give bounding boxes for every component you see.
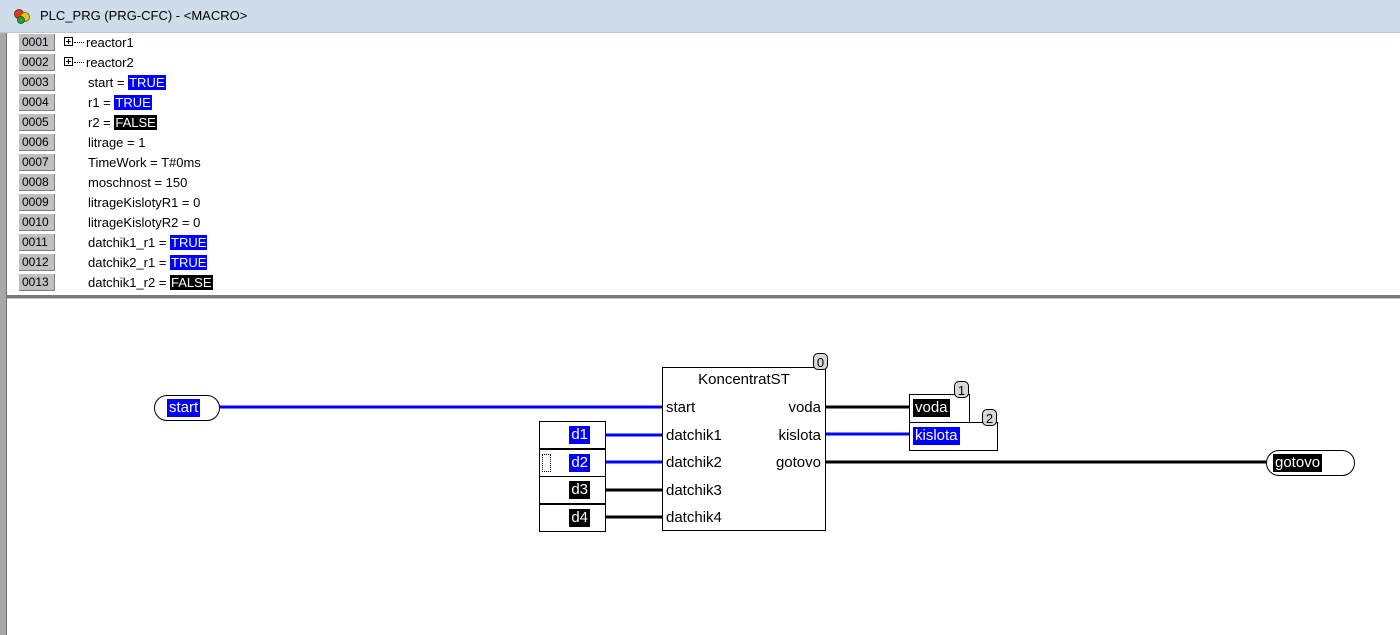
pin-datchik4: datchik4 (666, 509, 722, 526)
line-number: 0012 (19, 254, 55, 271)
variable-name: datchik2_r1 = (88, 255, 171, 270)
plus-box-icon[interactable] (64, 37, 73, 46)
declaration-pane[interactable]: 0001 reactor1 0002 reactor2 0003 start =… (7, 33, 1400, 295)
output-box-kislota[interactable]: kislota (909, 422, 998, 451)
cfc-editor-canvas[interactable]: start KoncentratST start datchik1 datchi… (7, 299, 1400, 635)
line-number: 0013 (19, 274, 55, 291)
block-order-badge: 0 (813, 353, 828, 370)
variable-name: datchik1_r2 = (88, 275, 171, 290)
declaration-line: 0012 datchik2_r1 = TRUE (7, 253, 607, 273)
declaration-line: 0010 litrageKislotyR2 = 0 (7, 213, 607, 233)
pane-splitter[interactable] (7, 295, 1400, 299)
declaration-line: 0006 litrage = 1 (7, 133, 607, 153)
declaration-text[interactable]: reactor1 (86, 35, 134, 50)
input-label: d2 (569, 454, 590, 472)
declaration-line: 0007 TimeWork = T#0ms (7, 153, 607, 173)
pin-datchik2: datchik2 (666, 454, 722, 471)
line-number: 0010 (19, 214, 55, 231)
declaration-line: 0004 r1 = TRUE (7, 93, 607, 113)
declaration-text[interactable]: litrageKislotyR1 = 0 (88, 195, 201, 210)
line-number: 0007 (19, 154, 55, 171)
declaration-line: 0002 reactor2 (7, 53, 607, 73)
pin-start: start (666, 399, 696, 416)
variable-name: r1 = (88, 95, 115, 110)
input-box-d4[interactable]: d4 (539, 504, 606, 532)
block-name: KoncentratST (698, 371, 790, 388)
declaration-line: 0005 r2 = FALSE (7, 113, 607, 133)
pin-datchik1: datchik1 (666, 427, 722, 444)
koncentratst-block[interactable]: KoncentratST start datchik1 datchik2 dat… (662, 367, 826, 531)
declaration-text[interactable]: litrageKislotyR2 = 0 (88, 215, 201, 230)
declaration-text[interactable]: TimeWork = T#0ms (88, 155, 201, 170)
window-title: PLC_PRG (PRG-CFC) - <MACRO> (40, 8, 248, 23)
output-box-voda[interactable]: voda (909, 394, 970, 423)
declaration-line: 0003 start = TRUE (7, 73, 607, 93)
variable-value: TRUE (170, 255, 208, 270)
declaration-line: 0009 litrageKislotyR1 = 0 (7, 193, 607, 213)
line-number: 0003 (19, 74, 55, 91)
connection-wires (218, 405, 1266, 519)
line-number: 0009 (19, 194, 55, 211)
tree-connector (74, 42, 84, 43)
declaration-text[interactable]: reactor2 (86, 55, 134, 70)
pin-datchik3: datchik3 (666, 482, 722, 499)
line-number: 0002 (19, 54, 55, 71)
declaration-line: 0008 moschnost = 150 (7, 173, 607, 193)
variable-name: r2 = (88, 115, 115, 130)
line-number: 0008 (19, 174, 55, 191)
input-box-d3[interactable]: d3 (539, 476, 606, 504)
variable-value: FALSE (114, 115, 157, 130)
output-label: voda (913, 399, 950, 417)
variable-name: datchik1_r1 = (88, 235, 171, 250)
pin-gotovo: gotovo (775, 454, 821, 471)
tree-connector (74, 62, 84, 63)
declaration-text[interactable]: datchik1_r1 = TRUE (88, 234, 208, 251)
declaration-text[interactable]: moschnost = 150 (88, 175, 188, 190)
gotovo-output-box[interactable]: gotovo (1266, 450, 1355, 476)
start-input-label: start (167, 399, 201, 417)
declaration-text[interactable]: start = TRUE (88, 74, 166, 91)
start-input-box[interactable]: start (154, 395, 220, 421)
declaration-text[interactable]: r1 = TRUE (88, 94, 152, 111)
variable-value: TRUE (170, 235, 208, 250)
line-number: 0001 (19, 34, 55, 51)
input-label: d4 (569, 509, 590, 527)
window-titlebar: PLC_PRG (PRG-CFC) - <MACRO> (0, 0, 1400, 33)
declaration-line: 0011 datchik1_r1 = TRUE (7, 233, 607, 253)
text-cursor (542, 454, 551, 472)
pin-kislota: kislota (778, 427, 821, 444)
line-number: 0011 (19, 234, 55, 251)
cfc-program-icon (14, 9, 30, 24)
declaration-text[interactable]: datchik2_r1 = TRUE (88, 254, 208, 271)
input-box-d1[interactable]: d1 (539, 421, 606, 449)
declaration-text[interactable]: datchik1_r2 = FALSE (88, 274, 213, 291)
variable-name: start = (88, 75, 129, 90)
pin-voda: voda (788, 399, 821, 416)
line-number: 0006 (19, 134, 55, 151)
variable-value: FALSE (170, 275, 213, 290)
output-order-badge: 1 (954, 381, 969, 398)
declaration-line: 0001 reactor1 (7, 33, 607, 53)
input-label: d1 (569, 426, 590, 444)
declaration-text[interactable]: r2 = FALSE (88, 114, 157, 131)
declaration-line: 0013 datchik1_r2 = FALSE (7, 273, 607, 293)
gotovo-output-label: gotovo (1273, 454, 1323, 472)
variable-value: TRUE (128, 75, 166, 90)
line-number: 0005 (19, 114, 55, 131)
output-label: kislota (913, 427, 960, 445)
plus-box-icon[interactable] (64, 57, 73, 66)
declaration-text[interactable]: litrage = 1 (88, 135, 146, 150)
left-margin-bar (0, 33, 7, 635)
variable-value: TRUE (114, 95, 152, 110)
output-order-badge: 2 (982, 409, 997, 426)
input-box-d2[interactable]: d2 (539, 449, 606, 477)
input-label: d3 (569, 481, 590, 499)
line-number: 0004 (19, 94, 55, 111)
